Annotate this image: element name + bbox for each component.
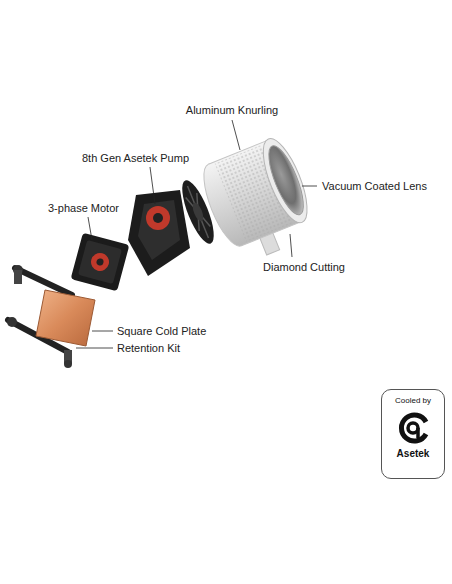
part-label: Vacuum Coated Lens — [322, 180, 427, 193]
badge-box: Cooled by Asetek — [381, 389, 445, 479]
pump-housing — [128, 190, 190, 276]
logo-arc — [401, 415, 426, 441]
asetek-logo — [396, 410, 430, 444]
leader-lines — [76, 120, 317, 348]
part-label: 3-phase Motor — [48, 202, 119, 215]
part-label: Square Cold Plate — [117, 325, 206, 338]
part-label: Retention Kit — [117, 342, 180, 355]
badge-caption: Cooled by — [395, 396, 431, 405]
cold-plate — [36, 290, 95, 346]
badge-brand: Asetek — [397, 448, 430, 459]
part-label: 8th Gen Asetek Pump — [82, 152, 189, 165]
motor — [71, 233, 130, 292]
logo-stem — [416, 428, 420, 438]
aluminum-cap — [195, 133, 322, 267]
part-label: Aluminum Knurling — [186, 104, 278, 117]
part-label: Diamond Cutting — [263, 261, 345, 274]
